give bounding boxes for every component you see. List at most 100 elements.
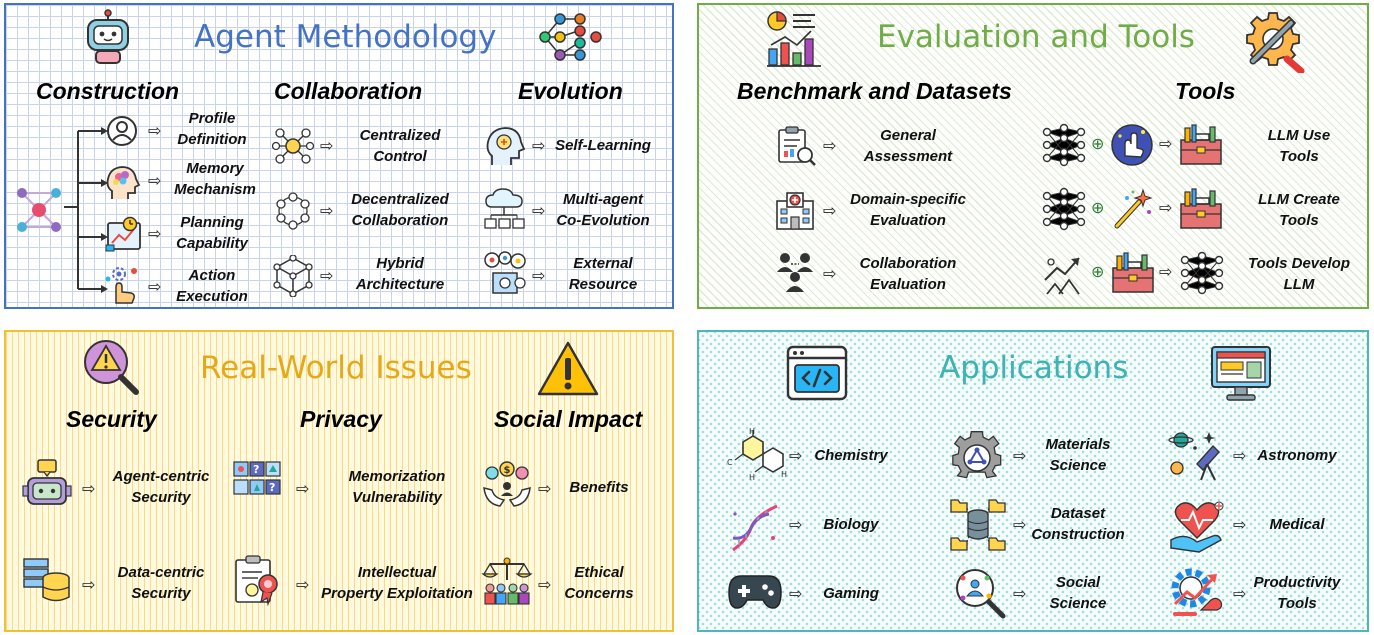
hand-action-icon	[104, 265, 142, 305]
security-heading: Security	[66, 406, 157, 432]
plus-icon: ⊕	[1091, 136, 1105, 153]
growth-chart-icon	[1041, 250, 1087, 296]
warning-icon	[536, 340, 600, 398]
puzzle-grid-icon: ??	[232, 460, 282, 506]
dna-icon	[727, 500, 783, 556]
hospital-icon	[773, 187, 817, 231]
gaming-label: Gaming	[823, 585, 879, 602]
arrow-icon: ⇨	[789, 517, 803, 534]
toolbox-icon	[1109, 250, 1157, 296]
ring-network-icon	[272, 190, 314, 232]
evolution-heading: Evolution	[518, 78, 623, 104]
real-world-issues-panel: Real-World Issues Security Privacy Socia…	[4, 330, 674, 632]
benchmark-datasets-heading: Benchmark and Datasets	[737, 78, 1012, 104]
evaluation-tools-title: Evaluation and Tools	[877, 19, 1195, 55]
brain-learning-icon	[484, 125, 526, 167]
svg-text:H: H	[781, 470, 787, 479]
collaboration-heading: Collaboration	[274, 78, 423, 104]
resource-icon	[482, 251, 528, 295]
arrow-icon: ⇨	[1159, 264, 1173, 281]
arrow-icon: ⇨	[789, 448, 803, 465]
svg-text:$: $	[504, 465, 511, 476]
benefits-label: Benefits	[569, 479, 629, 496]
arrow-icon: ⇨	[538, 577, 552, 594]
svg-text:H: H	[749, 473, 755, 482]
arrow-icon: ⇨	[789, 586, 803, 603]
gamepad-icon	[727, 570, 783, 614]
arrow-icon: ⇨	[532, 203, 546, 220]
self-learning-label: Self-Learning	[555, 137, 651, 154]
arrow-icon: ⇨	[296, 481, 310, 498]
arrow-icon: ⇨	[1159, 200, 1173, 217]
arrow-icon: ⇨	[823, 203, 837, 220]
material-gear-icon	[951, 428, 1007, 482]
donation-hands-icon: $	[480, 460, 534, 510]
planning-board-icon	[104, 215, 144, 253]
agent-methodology-panel: Agent Methodology Construction Collabora…	[4, 3, 674, 309]
arrow-icon: ⇨	[1013, 448, 1027, 465]
user-profile-icon	[106, 115, 138, 147]
construction-heading: Construction	[36, 78, 180, 104]
arrow-icon: ⇨	[320, 268, 334, 285]
svg-text:?: ?	[269, 481, 275, 494]
medical-label: Medical	[1269, 516, 1325, 533]
magic-wand-icon	[1109, 186, 1155, 232]
arrow-icon: ⇨	[148, 173, 162, 190]
arrow-icon: ⇨	[296, 577, 310, 594]
plus-icon: ⊕	[1091, 200, 1105, 217]
arrow-icon: ⇨	[823, 138, 837, 155]
cloud-hierarchy-icon	[482, 187, 528, 231]
tools-heading: Tools	[1175, 78, 1236, 104]
network-nodes-icon	[536, 9, 606, 65]
graph-network-icon	[12, 183, 66, 237]
arrow-icon: ⇨	[148, 123, 162, 140]
arrow-icon: ⇨	[538, 481, 552, 498]
team-icon	[773, 250, 817, 294]
astronomy-label: Astronomy	[1257, 447, 1337, 464]
heart-care-icon	[1167, 498, 1227, 554]
analytics-icon	[765, 9, 825, 69]
certificate-icon	[232, 554, 282, 606]
arrow-icon: ⇨	[320, 203, 334, 220]
arrow-icon: ⇨	[1013, 586, 1027, 603]
planet-telescope-icon	[1167, 428, 1227, 484]
robot-chat-icon	[22, 458, 72, 508]
database-icon	[22, 556, 72, 604]
agent-methodology-title: Agent Methodology	[194, 19, 497, 55]
clipboard-search-icon	[775, 125, 817, 167]
svg-text:C: C	[727, 458, 733, 467]
code-window-icon	[785, 344, 849, 402]
arrow-icon: ⇨	[1233, 586, 1247, 603]
arrow-icon: ⇨	[1013, 517, 1027, 534]
neural-net-icon	[1179, 250, 1225, 296]
toolbox-icon	[1177, 186, 1225, 232]
web-monitor-icon	[1209, 344, 1273, 404]
arrow-icon: ⇨	[320, 138, 334, 155]
arrow-icon: ⇨	[82, 577, 96, 594]
privacy-heading: Privacy	[300, 406, 382, 432]
neural-net-icon	[1041, 122, 1087, 168]
real-world-issues-title: Real-World Issues	[200, 350, 472, 386]
construction-tree-lines	[64, 127, 108, 293]
